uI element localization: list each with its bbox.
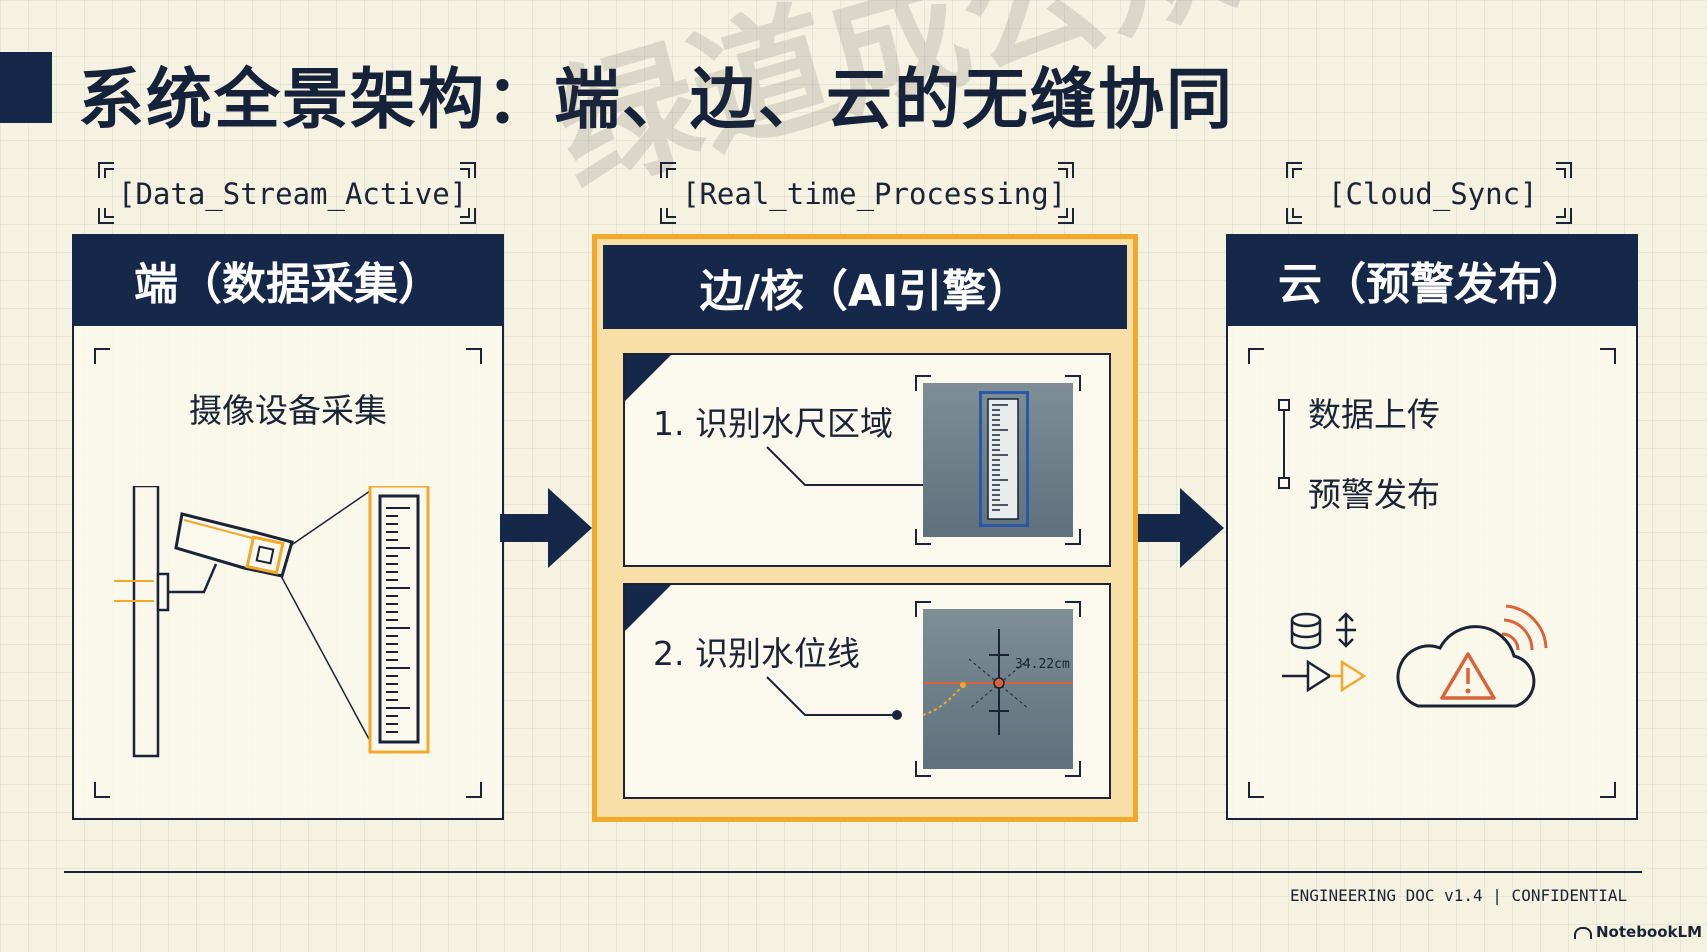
footer-divider bbox=[64, 871, 1642, 873]
step-2-image-frame: 34.22cm bbox=[915, 601, 1081, 777]
tag-frame-cloud: [Cloud_Sync] bbox=[1286, 162, 1572, 224]
brand-logo: NotebookLM bbox=[1574, 923, 1702, 941]
camera-scene bbox=[114, 486, 430, 758]
panel-core-header: 边/核（AI引擎） bbox=[603, 245, 1127, 329]
tag-cloud-sync: [Cloud_Sync] bbox=[1328, 177, 1538, 211]
tag-frame-edge: [Data_Stream_Active] bbox=[98, 162, 476, 224]
panel-cloud-header: 云（预警发布） bbox=[1226, 234, 1638, 326]
cloud-warning-icon bbox=[1396, 625, 1536, 708]
panel-edge: 端（数据采集） 摄像设备采集 bbox=[72, 234, 504, 820]
step-card-2: 2. 识别水位线 34.22cm bbox=[623, 583, 1111, 799]
brand-icon bbox=[1574, 926, 1592, 939]
water-image-2: 34.22cm bbox=[923, 609, 1073, 769]
brand-name: NotebookLM bbox=[1596, 923, 1703, 941]
footer-doc-label: ENGINEERING DOC v1.4 | CONFIDENTIAL bbox=[1290, 886, 1628, 905]
title-accent-bar bbox=[0, 52, 52, 123]
forward-arrow-icon bbox=[1282, 659, 1367, 693]
water-gauge-icon bbox=[368, 486, 430, 754]
upload-download-icon bbox=[1336, 612, 1356, 648]
panel-cloud: 云（预警发布） 数据上传 预警发布 bbox=[1226, 234, 1638, 820]
panel-edge-header: 端（数据采集） bbox=[72, 234, 504, 326]
corner-notch bbox=[625, 585, 671, 631]
page-title: 系统全景架构：端、边、云的无缝协同 bbox=[78, 61, 1234, 138]
cloud-item-upload: 数据上传 bbox=[1308, 395, 1440, 434]
step-2-label: 2. 识别水位线 bbox=[653, 634, 860, 673]
flow-arrow-core-to-cloud bbox=[1138, 488, 1224, 568]
cloud-alert-illustration bbox=[1282, 604, 1548, 708]
tag-data-stream: [Data_Stream_Active] bbox=[118, 177, 468, 211]
panel-edge-caption: 摄像设备采集 bbox=[189, 391, 387, 430]
step-2-leader bbox=[766, 676, 902, 720]
waterline-detection bbox=[923, 629, 1073, 735]
cloud-item-alert: 预警发布 bbox=[1308, 475, 1440, 514]
step-card-1: 1. 识别水尺区域 bbox=[623, 353, 1111, 567]
step-1-image-frame bbox=[915, 375, 1081, 545]
tag-frame-core: [Real_time_Processing] bbox=[660, 162, 1074, 224]
corner-notch bbox=[625, 355, 671, 401]
panel-core: 边/核（AI引擎） 1. 识别水尺区域 2. 识别水位线 bbox=[592, 234, 1138, 822]
waterline-reading: 34.22cm bbox=[1015, 657, 1070, 672]
signal-waves-icon bbox=[1501, 604, 1548, 651]
water-image-1 bbox=[923, 383, 1073, 537]
water-gauge-icon bbox=[979, 391, 1029, 527]
tag-real-time: [Real_time_Processing] bbox=[682, 177, 1067, 211]
process-timeline bbox=[1278, 399, 1290, 489]
step-1-label: 1. 识别水尺区域 bbox=[653, 404, 893, 443]
database-icon bbox=[1290, 612, 1322, 650]
camera-icon bbox=[156, 512, 294, 612]
flow-arrow-edge-to-core bbox=[500, 488, 592, 568]
